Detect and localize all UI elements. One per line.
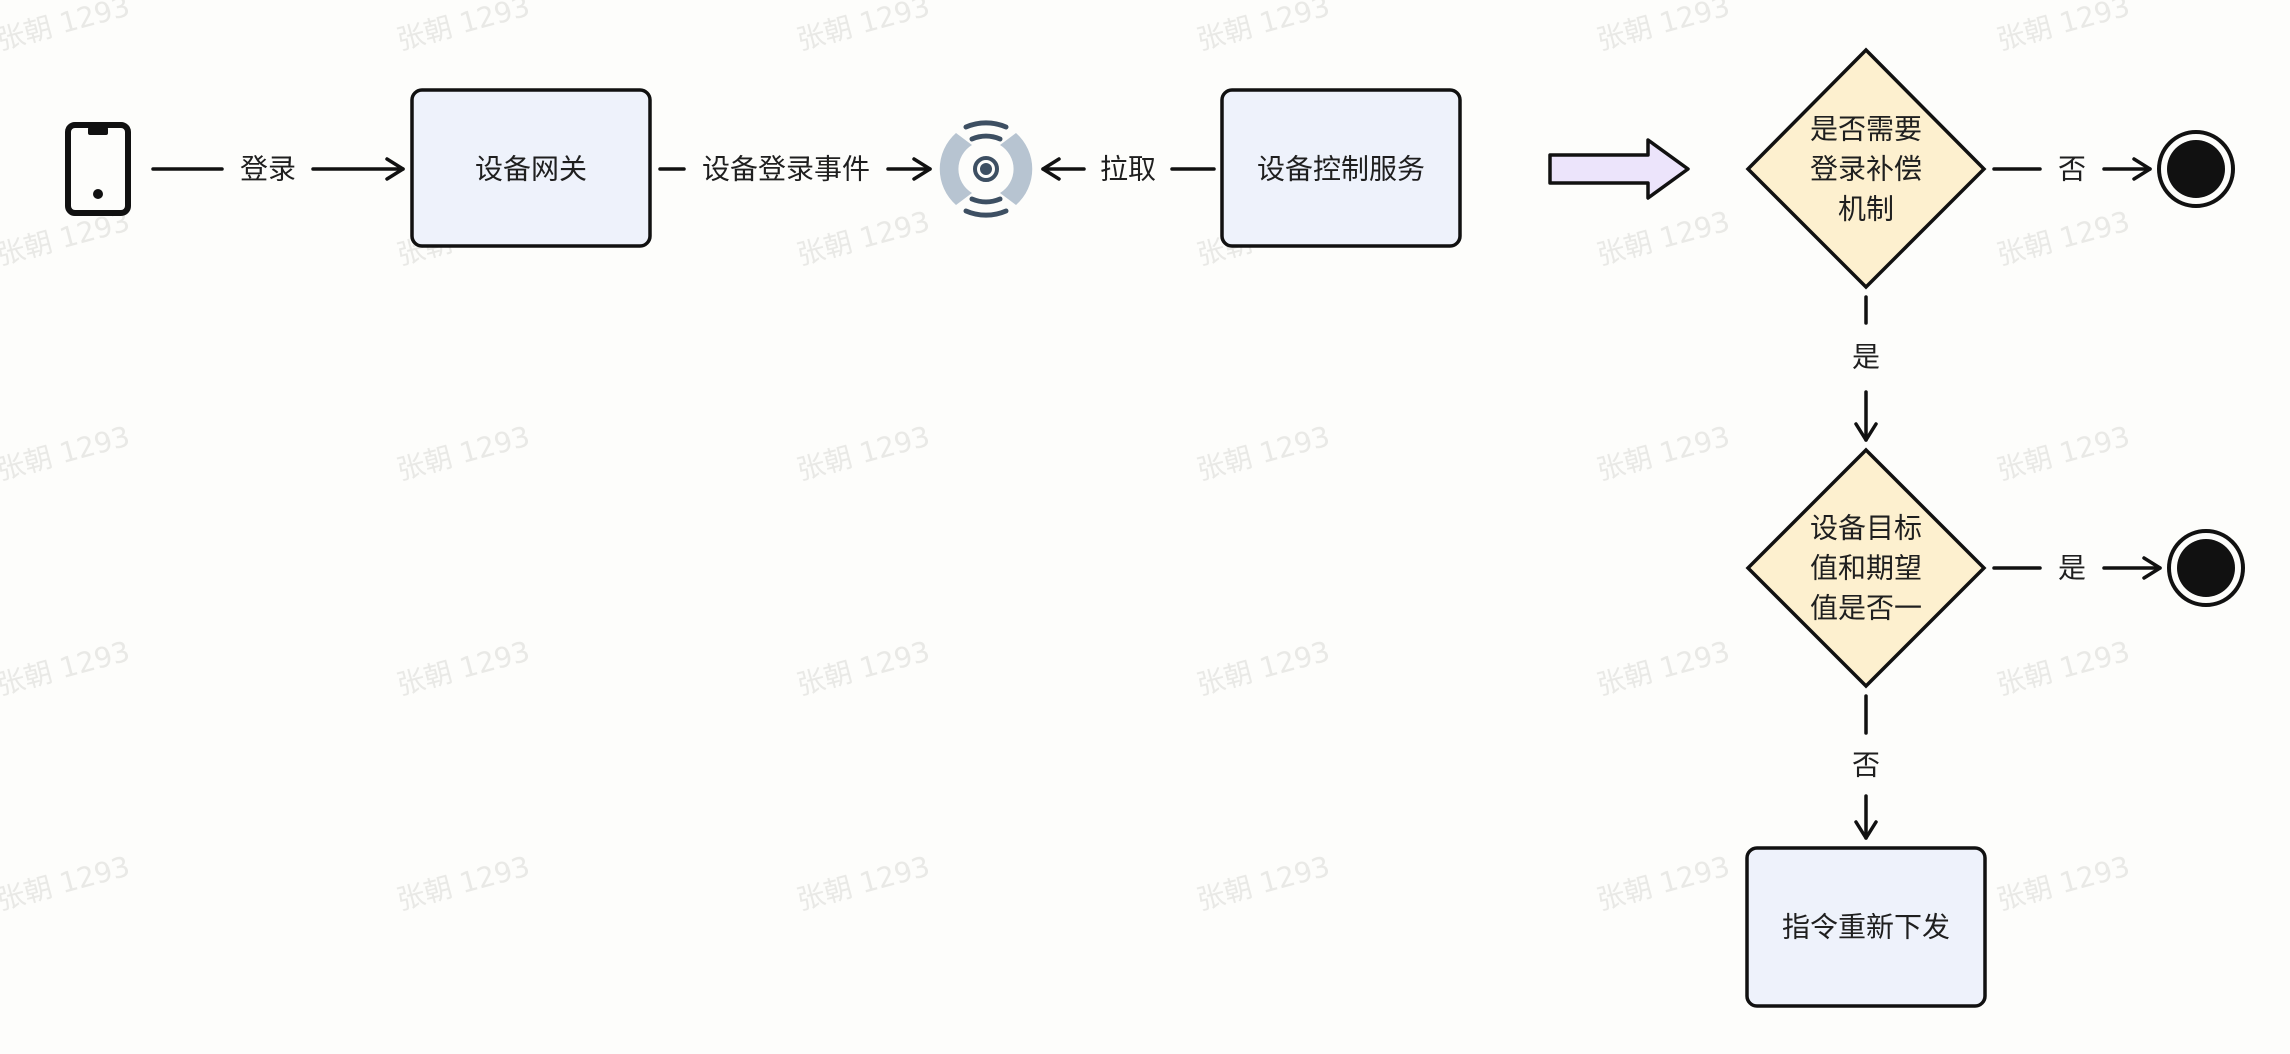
watermark-text: 张朝 1293 [793,635,933,702]
decision-consistent-line-2: 值和期望 [1810,552,1922,585]
event-broadcast-icon [939,120,1033,218]
watermark-text: 张朝 1293 [393,635,533,702]
node-reissue-label: 指令重新下发 [1782,911,1950,944]
watermark-text: 张朝 1293 [1193,850,1333,917]
decision-compensation-line-2: 登录补偿 [1810,153,1922,186]
flow-right-arrow-icon [1548,138,1690,200]
end-state-icon [2157,130,2235,208]
watermark-text: 张朝 1293 [793,0,933,57]
edge-pull: 拉取 [1041,153,1216,186]
watermark-text: 张朝 1293 [1193,635,1333,702]
watermark-text: 张朝 1293 [393,420,533,487]
watermark-text: 张朝 1293 [1993,850,2133,917]
watermark-text: 张朝 1293 [0,850,133,917]
watermark-text: 张朝 1293 [793,205,933,272]
watermark-text: 张朝 1293 [393,0,533,57]
edge-label-compensation-no: 否 [2058,153,2086,186]
node-reissue: 指令重新下发 [1745,846,1987,1008]
node-decision-consistent: 设备目标 值和期望 值是否一 [1745,447,1987,689]
watermark-text: 张朝 1293 [1993,635,2133,702]
watermark-text: 张朝 1293 [1993,0,2133,57]
watermark-text: 张朝 1293 [1593,0,1733,57]
watermark-text: 张朝 1293 [1993,420,2133,487]
node-gateway: 设备网关 [410,88,652,248]
edge-label-login: 登录 [240,153,296,186]
edge-consistent-yes: 是 [1992,552,2162,585]
edge-label-pull: 拉取 [1100,153,1156,186]
edge-compensation-no: 否 [1992,153,2152,186]
watermark-text: 张朝 1293 [793,850,933,917]
decision-consistent-line-1: 设备目标 [1810,512,1922,545]
watermark-text: 张朝 1293 [1593,850,1733,917]
watermark-text: 张朝 1293 [0,0,133,57]
edge-login-event: 设备登录事件 [658,153,932,186]
edge-compensation-yes: 是 [1852,295,1880,442]
watermark-text: 张朝 1293 [1593,635,1733,702]
watermark-text: 张朝 1293 [1593,420,1733,487]
end-state-icon [2167,529,2245,607]
watermark-text: 张朝 1293 [393,850,533,917]
decision-compensation-line-1: 是否需要 [1810,113,1922,146]
watermark-text: 张朝 1293 [1993,205,2133,272]
edge-consistent-no: 否 [1852,694,1880,840]
watermark-text: 张朝 1293 [1193,0,1333,57]
decision-consistent-line-3: 值是否一 [1810,592,1922,625]
decision-compensation-line-3: 机制 [1838,193,1894,226]
node-control-service-label: 设备控制服务 [1257,153,1425,186]
node-decision-compensation: 是否需要 登录补偿 机制 [1745,47,1987,290]
watermark-text: 张朝 1293 [0,635,133,702]
node-gateway-label: 设备网关 [475,153,587,186]
edge-label-compensation-yes: 是 [1852,341,1880,374]
mobile-phone-icon [65,122,131,216]
edge-label-login-event: 设备登录事件 [702,153,870,186]
edge-login: 登录 [151,153,405,186]
node-control-service: 设备控制服务 [1220,88,1462,248]
watermark-text: 张朝 1293 [1193,420,1333,487]
watermark-text: 张朝 1293 [1593,205,1733,272]
watermark-text: 张朝 1293 [0,420,133,487]
edge-label-consistent-yes: 是 [2058,552,2086,585]
watermark-text: 张朝 1293 [793,420,933,487]
edge-label-consistent-no: 否 [1852,749,1880,782]
